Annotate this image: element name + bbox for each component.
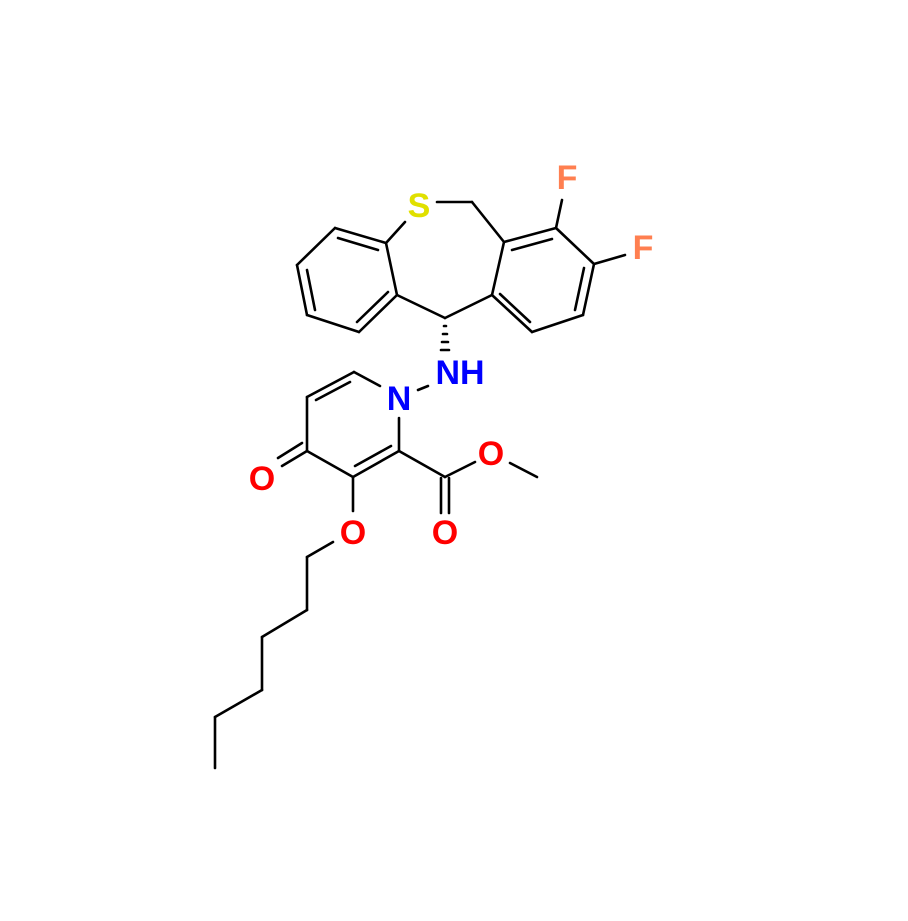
carbonyl-oxygen-label: O: [432, 514, 458, 552]
bonds: [213, 198, 627, 770]
fluorine-label-2: F: [633, 229, 654, 267]
fluorine-label-1: F: [557, 159, 578, 197]
ether-oxygen-label: O: [340, 514, 366, 552]
ester-oxygen-label: O: [478, 435, 504, 473]
amine-nh-label: NH: [435, 354, 484, 392]
atom-labels: S F F NH N O O O O: [249, 159, 654, 552]
sulfur-label: S: [408, 187, 431, 225]
ketone-oxygen-label: O: [249, 460, 275, 498]
ring-nitrogen-label: N: [387, 380, 412, 418]
